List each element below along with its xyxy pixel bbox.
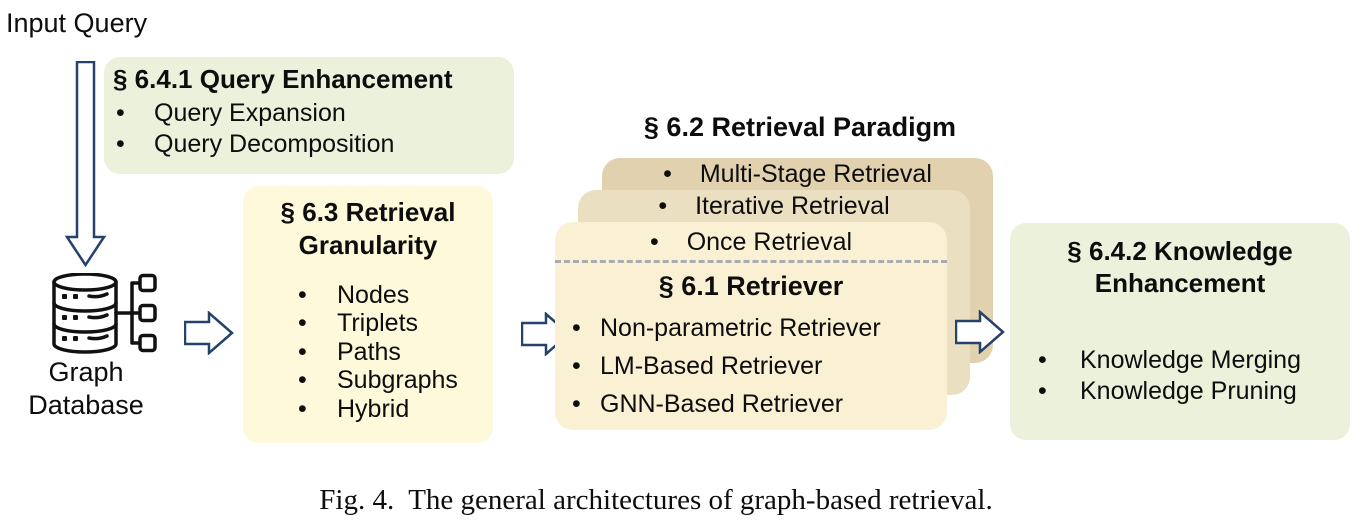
bullet-item: Paths <box>243 338 493 367</box>
query-enhancement-list: Query Expansion Query Decomposition <box>113 98 514 160</box>
flow-arrow-right-icon <box>184 311 234 355</box>
input-query-label: Input Query <box>6 8 148 38</box>
dashed-divider <box>555 260 947 263</box>
knowledge-enhancement-box: § 6.4.2 Knowledge Enhancement Knowledge … <box>1010 223 1350 440</box>
retrieval-granularity-list: Nodes Triplets Paths Subgraphs Hybrid <box>243 281 493 423</box>
bullet-item: Knowledge Pruning <box>1010 376 1350 407</box>
knowledge-enhancement-list: Knowledge Merging Knowledge Pruning <box>1010 345 1350 407</box>
bullet-item: Multi-Stage Retrieval <box>602 158 993 188</box>
down-arrow-icon <box>64 61 107 267</box>
bullet-item: Knowledge Merging <box>1010 345 1350 376</box>
bullet-item: Once Retrieval <box>555 227 947 257</box>
figure-caption: Fig. 4. The general architectures of gra… <box>319 484 993 516</box>
retriever-title: § 6.1 Retriever <box>658 271 844 301</box>
bullet-item: Hybrid <box>243 395 493 424</box>
graph-database-icon <box>52 273 157 354</box>
retriever-list: Non-parametric Retriever LM-Based Retrie… <box>555 316 947 418</box>
bullet-item: Query Decomposition <box>113 129 514 160</box>
bullet-item: LM-Based Retriever <box>555 354 947 380</box>
bullet-item: Iterative Retrieval <box>578 190 970 220</box>
bullet-item: Subgraphs <box>243 366 493 395</box>
retrieval-granularity-title: § 6.3 Retrieval Granularity <box>280 197 456 260</box>
bullet-item: Nodes <box>243 281 493 310</box>
bullet-item: Non-parametric Retriever <box>555 316 947 342</box>
retrieval-paradigm-title: § 6.2 Retrieval Paradigm <box>643 112 957 142</box>
paradigm-card-once-and-retriever: Once Retrieval § 6.1 Retriever Non-param… <box>555 222 947 430</box>
knowledge-enhancement-title: § 6.4.2 Knowledge Enhancement <box>1067 236 1293 298</box>
query-enhancement-title: § 6.4.1 Query Enhancement <box>113 64 453 94</box>
bullet-item: Query Expansion <box>113 98 514 129</box>
flow-arrow-right-icon <box>955 310 1005 354</box>
retrieval-granularity-box: § 6.3 Retrieval Granularity Nodes Triple… <box>243 186 493 443</box>
graph-database-label: Graph Database <box>28 357 144 420</box>
query-enhancement-box: § 6.4.1 Query Enhancement Query Expansio… <box>104 57 514 174</box>
bullet-item: Triplets <box>243 309 493 338</box>
bullet-item: GNN-Based Retriever <box>555 392 947 418</box>
